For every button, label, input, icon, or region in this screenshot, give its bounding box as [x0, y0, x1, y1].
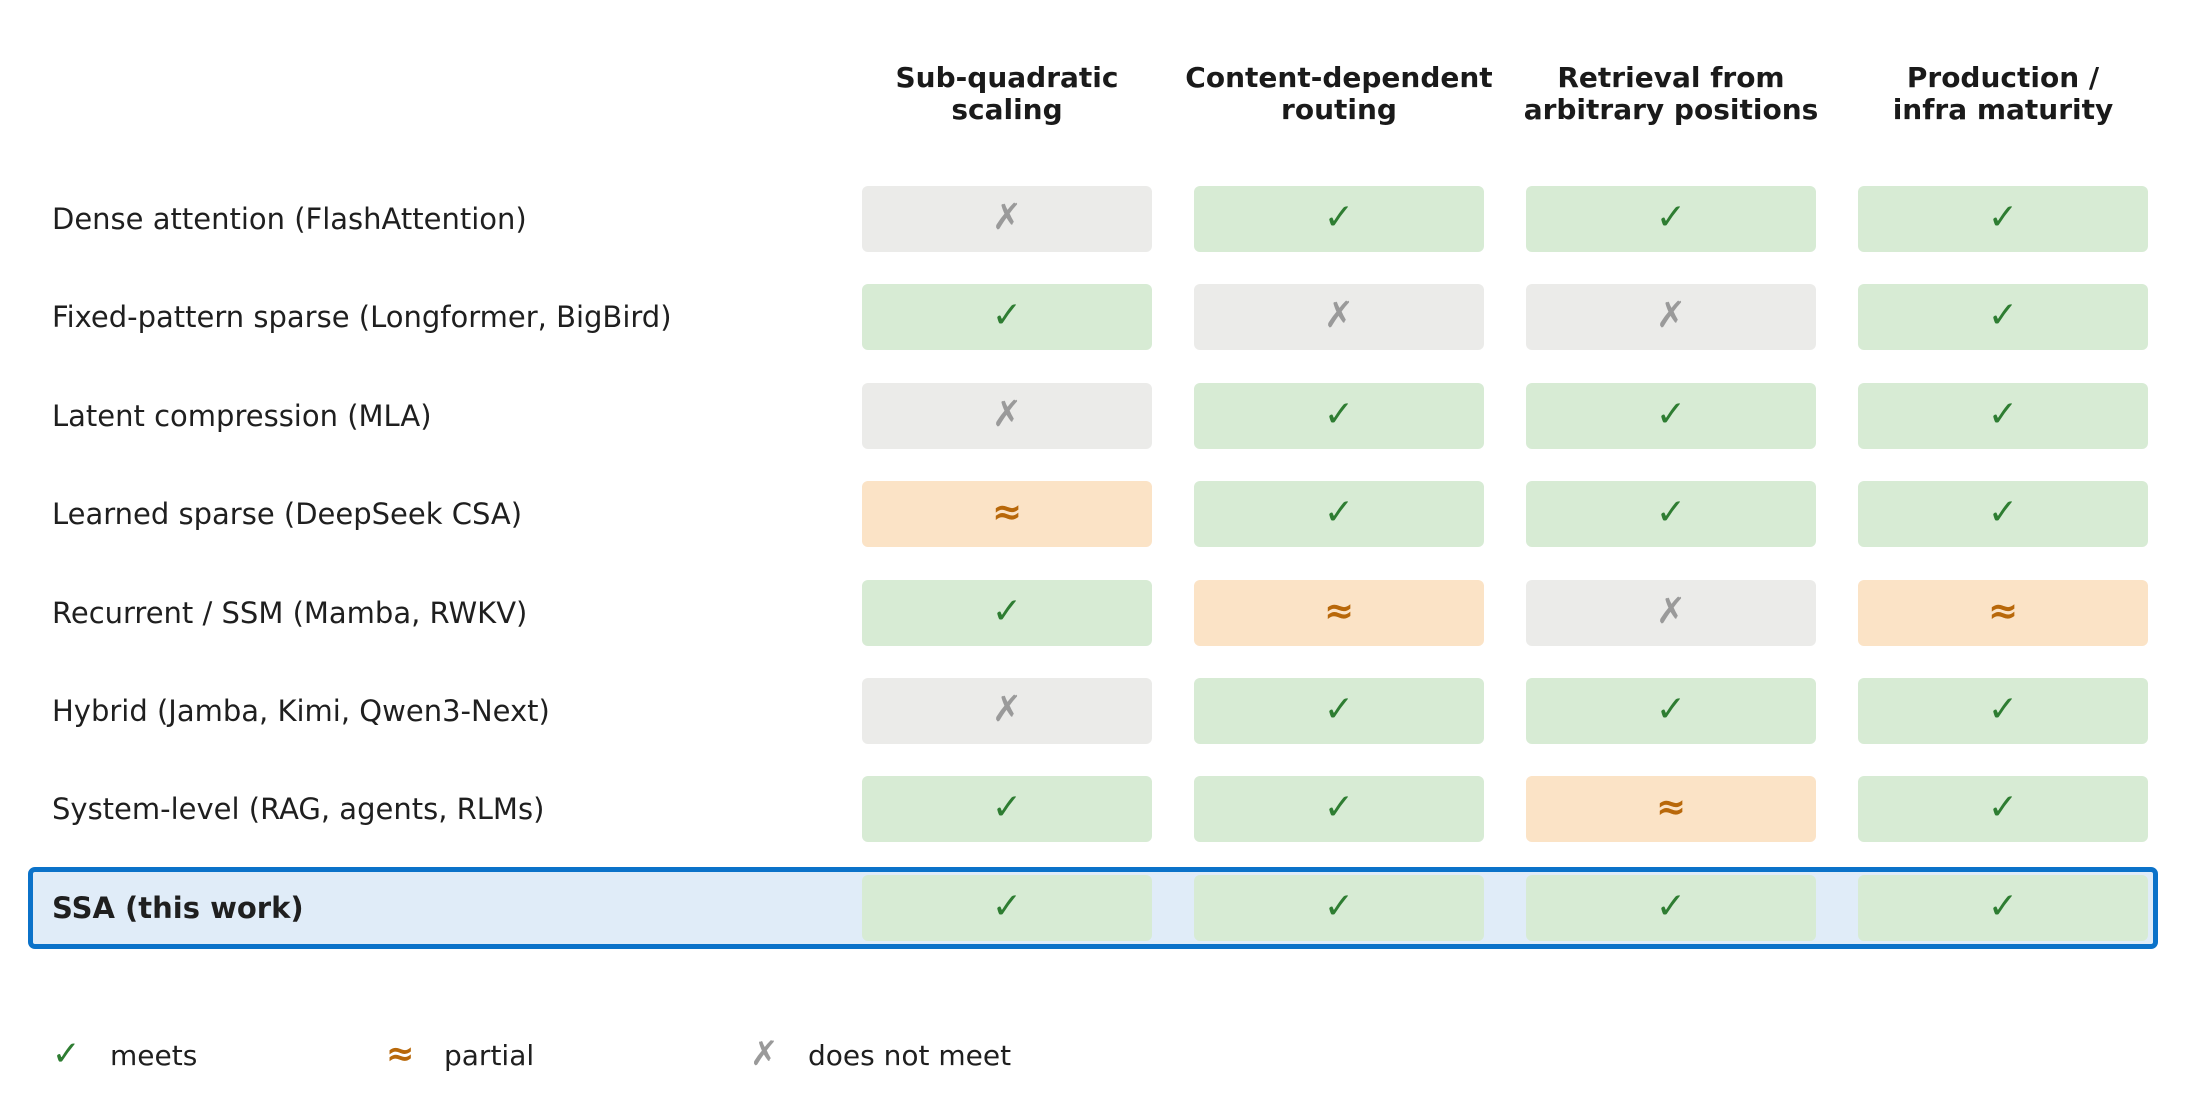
rating-cell-yes: ✓ [862, 776, 1152, 842]
rating-cell-yes: ✓ [1858, 383, 2148, 449]
column-header: Production /infra maturity [1838, 62, 2168, 126]
row-label: Fixed-pattern sparse (Longformer, BigBir… [52, 300, 672, 334]
rating-cell-no: ✗ [862, 678, 1152, 744]
rating-cell-partial: ≈ [862, 481, 1152, 547]
column-header-line: Content-dependent [1185, 61, 1493, 94]
rating-cell-partial: ≈ [1194, 580, 1484, 646]
rating-cell-yes: ✓ [1194, 186, 1484, 252]
legend-label: partial [444, 1039, 535, 1072]
rating-cell-partial: ≈ [1858, 580, 2148, 646]
row-label: Dense attention (FlashAttention) [52, 202, 527, 236]
column-header-line: Production / [1906, 61, 2100, 94]
legend-item-no: ✗ does not meet [750, 1034, 1011, 1074]
row-label: System-level (RAG, agents, RLMs) [52, 792, 545, 826]
legend-label: meets [110, 1039, 198, 1072]
legend-item-yes: ✓ meets [52, 1034, 197, 1074]
column-header-line: Retrieval from [1557, 61, 1785, 94]
rating-cell-yes: ✓ [1194, 481, 1484, 547]
rating-cell-partial: ≈ [1526, 776, 1816, 842]
rating-cell-yes: ✓ [862, 580, 1152, 646]
row-label: Recurrent / SSM (Mamba, RWKV) [52, 596, 528, 630]
column-header-line: routing [1281, 93, 1397, 126]
rating-cell-yes: ✓ [1194, 678, 1484, 744]
rating-cell-no: ✗ [1526, 284, 1816, 350]
rating-cell-yes: ✓ [1526, 383, 1816, 449]
rating-cell-yes: ✓ [1194, 875, 1484, 941]
rating-cell-yes: ✓ [1858, 875, 2148, 941]
rating-cell-yes: ✓ [1526, 875, 1816, 941]
rating-cell-no: ✗ [862, 186, 1152, 252]
rating-cell-yes: ✓ [1526, 481, 1816, 547]
row-label: Hybrid (Jamba, Kimi, Qwen3-Next) [52, 694, 550, 728]
rating-cell-yes: ✓ [862, 284, 1152, 350]
rating-cell-yes: ✓ [1526, 678, 1816, 744]
rating-cell-yes: ✓ [1858, 678, 2148, 744]
rating-cell-no: ✗ [1194, 284, 1484, 350]
rating-cell-yes: ✓ [1858, 481, 2148, 547]
rating-cell-no: ✗ [1526, 580, 1816, 646]
legend-symbol: ✓ [52, 1034, 81, 1074]
rating-cell-yes: ✓ [1194, 776, 1484, 842]
row-label: Learned sparse (DeepSeek CSA) [52, 497, 523, 531]
rating-cell-yes: ✓ [1858, 776, 2148, 842]
column-header-line: Sub-quadratic [895, 61, 1119, 94]
column-header-line: arbitrary positions [1523, 93, 1819, 126]
legend-symbol: ≈ [386, 1034, 415, 1074]
row-label: SSA (this work) [52, 891, 304, 925]
rating-cell-no: ✗ [862, 383, 1152, 449]
rating-cell-yes: ✓ [1526, 186, 1816, 252]
row-label: Latent compression (MLA) [52, 399, 432, 433]
rating-cell-yes: ✓ [1858, 186, 2148, 252]
column-header-line: scaling [951, 93, 1063, 126]
legend-label: does not meet [808, 1039, 1012, 1072]
legend-item-partial: ≈ partial [386, 1034, 534, 1074]
rating-cell-yes: ✓ [1858, 284, 2148, 350]
rating-cell-yes: ✓ [862, 875, 1152, 941]
legend-symbol: ✗ [750, 1034, 779, 1074]
rating-cell-yes: ✓ [1194, 383, 1484, 449]
column-header-line: infra maturity [1892, 93, 2114, 126]
